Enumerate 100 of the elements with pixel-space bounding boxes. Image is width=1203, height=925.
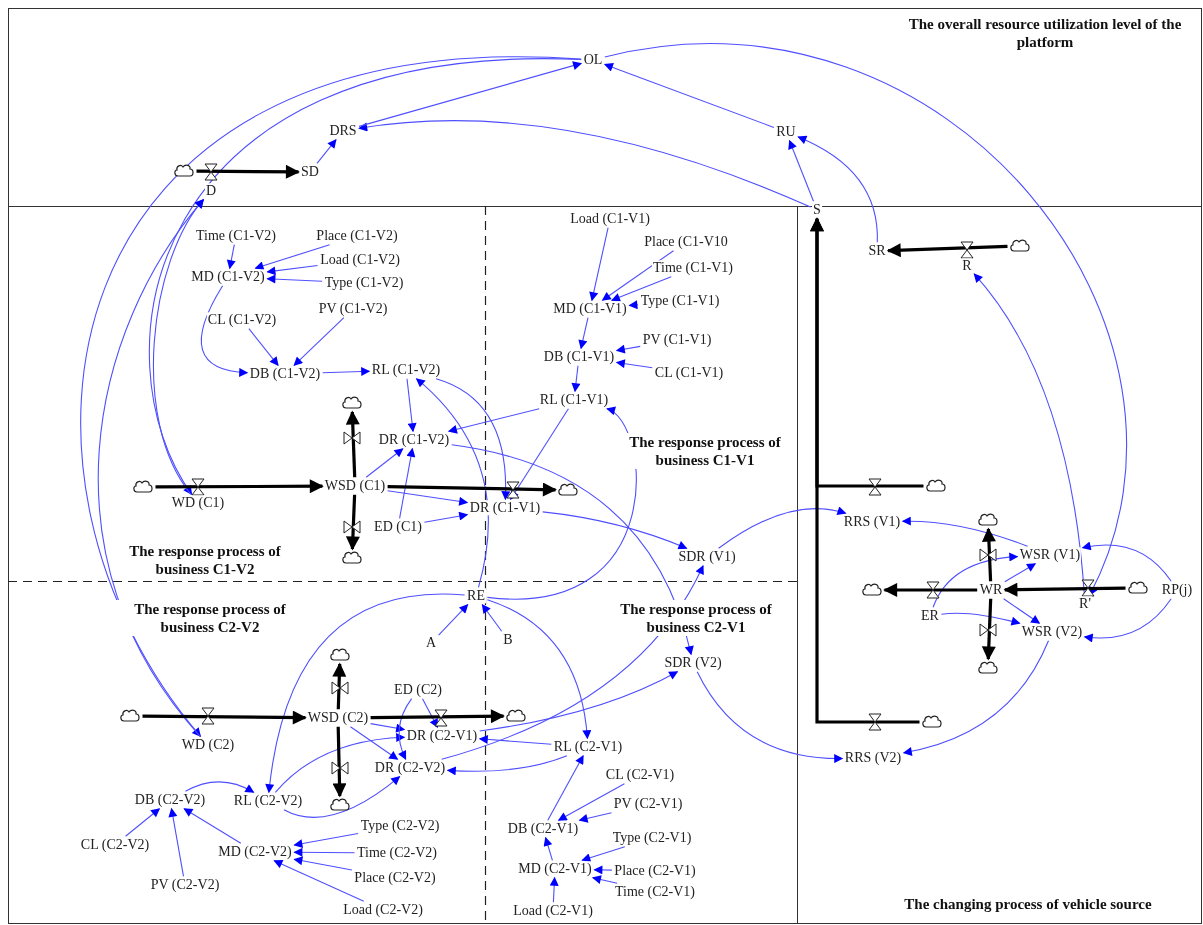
causal-arrow [451,444,694,656]
causal-arrow [266,264,319,276]
variable-label: RL (C2-V1) [552,739,624,755]
variable-label: Type (C1-V1) [639,293,721,309]
causal-arrow [940,612,1021,626]
variable-label: DR (C2-V2) [373,760,447,776]
causal-arrow [254,244,331,271]
variable-label: PV (C1-V2) [317,301,389,317]
cloud-symbol [341,550,363,566]
variable-label: ED (C1) [373,519,423,535]
causal-arrow [718,506,847,549]
variable-label: PV (C2-V2) [149,877,221,893]
causal-arrow [293,856,353,871]
flow-pipe [370,709,505,724]
variable-label: PV (C2-V1) [612,796,684,812]
causal-arrow [589,227,609,302]
cloud-symbol [557,482,579,498]
variable-label: WD (C2) [180,737,236,753]
variable-label: MD (C2-V1) [517,861,593,877]
causal-arrow [478,734,552,745]
causal-arrow [603,63,775,128]
variable-label: Place (C2-V1) [613,863,697,879]
variable-label: MD (C1-V1) [552,301,628,317]
variable-label: Load (C2-V2) [342,902,424,918]
causal-arrow [481,603,503,632]
causal-arrow [293,832,359,848]
variable-label: SDR (V1) [677,549,737,565]
causal-arrow [398,698,413,761]
flow-pipe [981,527,996,582]
cloud-symbol [341,395,363,411]
causal-arrow [183,808,242,844]
causal-arrow [788,139,815,202]
variable-label: DB (C1-V1) [542,349,616,365]
variable-label: RRS (V1) [842,514,902,530]
causal-arrow [226,244,236,270]
variable-label: Load (C1-V2) [319,252,401,268]
variable-label: WSD (C1) [323,478,387,494]
causal-arrow [283,776,401,818]
causal-arrow [399,447,416,519]
causal-arrow [902,640,1050,756]
causal-arrow [265,593,466,794]
causal-arrow [168,807,185,877]
variable-label: Time (C1-V1) [652,260,734,276]
variable-label: RL (C2-V2) [232,793,304,809]
variable-label: Type (C2-V1) [611,830,693,846]
variable-label: S [812,202,822,218]
causal-arrow [543,836,553,861]
causal-arrow [581,846,626,863]
causal-arrow [125,808,161,837]
cloud-symbol [1009,238,1031,254]
variable-label: Time (C2-V2) [356,845,438,861]
causal-arrow [479,671,679,732]
causal-arrow [542,511,688,550]
cloud-symbol [1127,580,1149,596]
causal-arrow [1083,598,1172,643]
causal-arrow [593,865,613,875]
variable-label: DR (C1-V2) [377,432,451,448]
variable-label: Time (C1-V2) [195,228,277,244]
causal-arrow [1003,598,1041,624]
cloud-symbol [977,660,999,676]
causal-arrow [358,61,583,127]
causal-arrow [615,344,641,354]
causal-arrow [447,408,540,434]
cloud-symbol [329,647,351,663]
causal-arrow [248,328,279,366]
flow-pipe [345,494,360,551]
variable-label: RL (C1-V1) [538,392,610,408]
causal-arrow [184,781,255,793]
causal-arrow [446,755,568,776]
variable-label: CL (C1-V1) [653,365,725,381]
variable-label: WSD (C2) [306,710,370,726]
cloud-symbol [329,797,351,813]
variable-label: RRS (V2) [843,750,903,766]
causal-arrow [274,733,406,793]
variable-label: DB (C1-V2) [248,366,322,382]
causal-arrow [578,317,589,350]
causal-arrow [547,754,584,821]
causal-arrow [406,378,417,433]
cloud-symbol [977,512,999,528]
variable-label: CL (C2-V1) [604,767,676,783]
variable-label: PV (C1-V1) [641,332,713,348]
variable-label: Type (C1-V2) [323,275,405,291]
causal-arrow [293,317,345,366]
causal-arrow [610,276,672,302]
causal-arrow [615,359,653,369]
variable-label: MD (C2-V2) [217,844,293,860]
causal-arrow [901,516,1029,547]
flow-pipe [332,726,347,798]
flow-pipe [810,217,920,724]
variable-label: RE [466,588,486,604]
causal-arrow [557,783,625,821]
causal-arrow [421,698,439,729]
flow-pipe [332,662,347,710]
cloud-symbol [132,479,154,495]
flow-pipe [981,598,996,661]
causal-arrow [200,285,249,377]
flow-pipe [883,583,978,597]
causal-arrow [266,274,323,284]
cloud-symbol [119,708,141,724]
variable-label: RL (C1-V2) [370,362,442,378]
